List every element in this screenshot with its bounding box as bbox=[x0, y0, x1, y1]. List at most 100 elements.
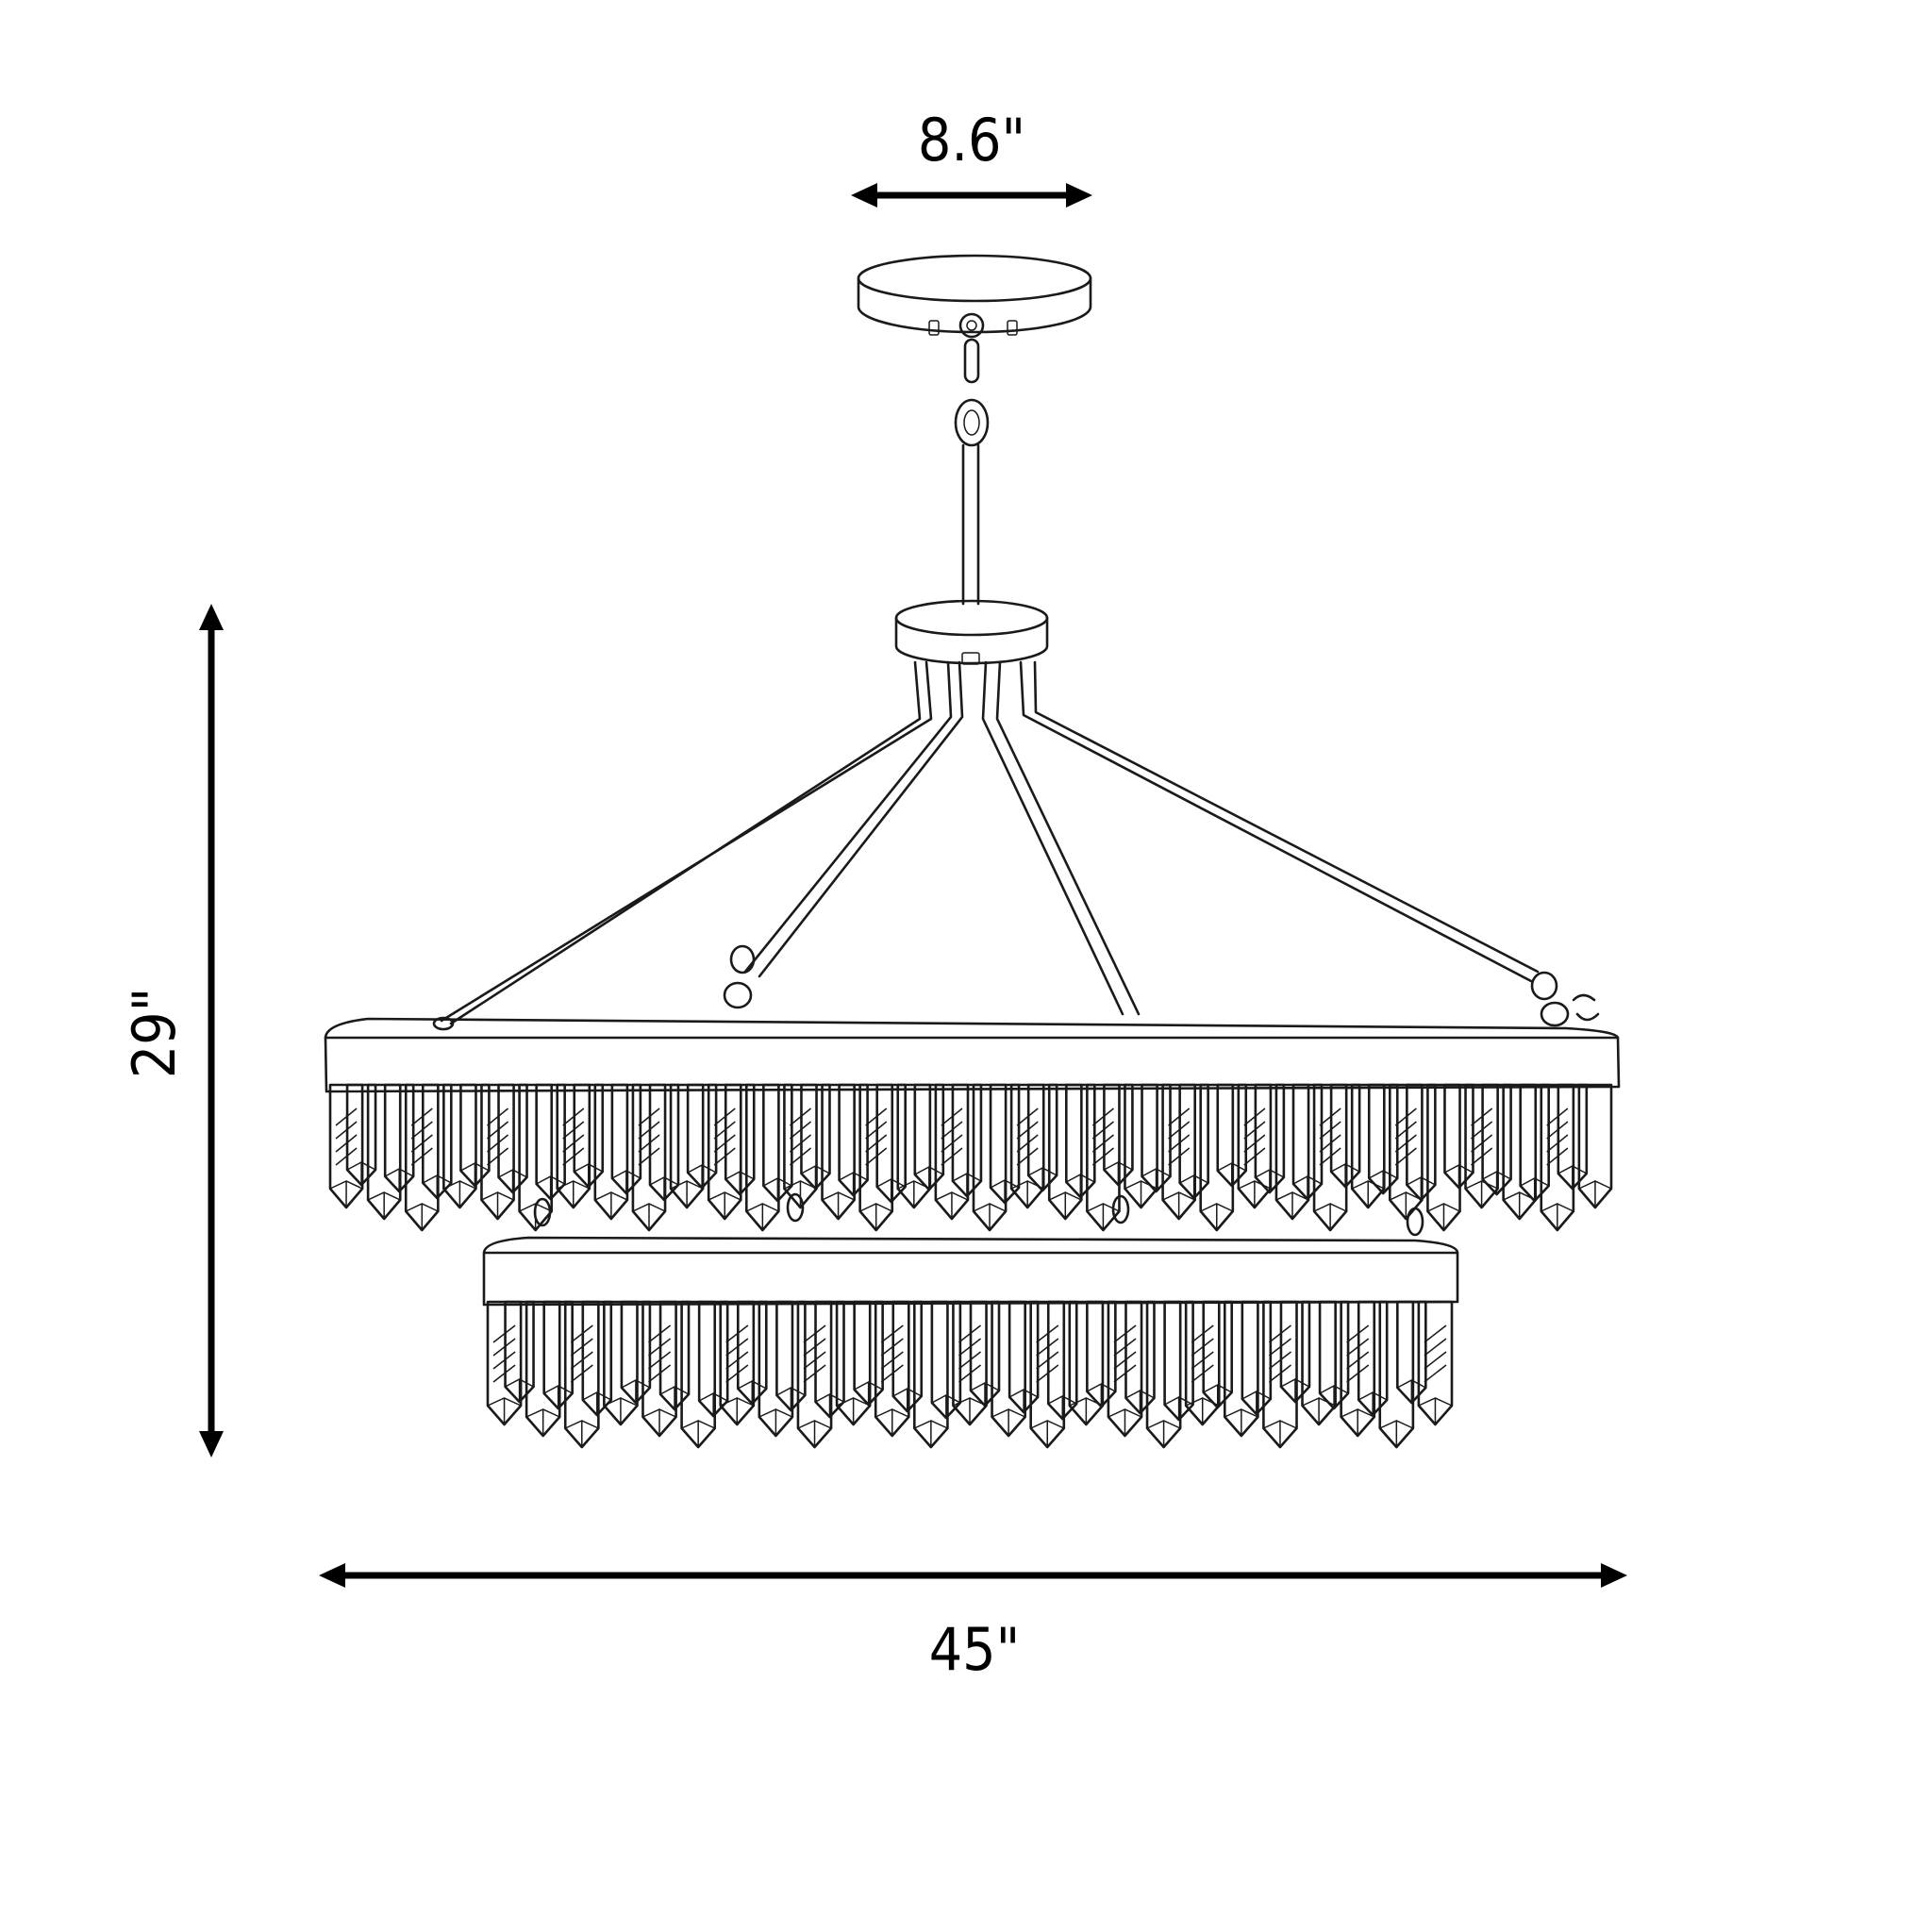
crystal-facet bbox=[481, 1191, 514, 1219]
crystal-prism bbox=[783, 1083, 818, 1209]
crystal-facet bbox=[970, 1382, 1000, 1406]
crystal-hatch bbox=[880, 1364, 904, 1383]
crystal-prism bbox=[525, 1300, 561, 1438]
crystal-hatch bbox=[486, 1147, 509, 1166]
crystal-hatch bbox=[941, 1134, 963, 1153]
crystal-hatch bbox=[1346, 1364, 1370, 1383]
crystal-hatch bbox=[1168, 1108, 1191, 1126]
crystal-hatch bbox=[958, 1351, 982, 1370]
crystal-hatch bbox=[1424, 1324, 1447, 1343]
crystal-hatch bbox=[789, 1121, 812, 1140]
crystal-prism bbox=[972, 1083, 1008, 1232]
crystal-prism bbox=[641, 1300, 677, 1438]
crystal-facet bbox=[1275, 1191, 1309, 1219]
crystal-hatch bbox=[486, 1108, 509, 1126]
crystal-prism bbox=[934, 1083, 970, 1221]
crystal-hatch bbox=[1424, 1338, 1447, 1357]
height-label: 29" bbox=[120, 988, 189, 1079]
crystal-facet bbox=[822, 1191, 855, 1219]
crystal-facet bbox=[557, 1180, 591, 1208]
crystal-hatch bbox=[789, 1134, 812, 1153]
upper-ring bbox=[324, 1017, 1621, 1093]
crystal-facet bbox=[1241, 1391, 1272, 1414]
crystal-hatch bbox=[1471, 1147, 1493, 1166]
hanging-chain bbox=[954, 338, 990, 447]
crystal-prism bbox=[858, 1083, 894, 1232]
crystal-hatch bbox=[1113, 1338, 1137, 1357]
crystal-facet bbox=[758, 1408, 793, 1436]
crystal-facet bbox=[564, 1420, 599, 1447]
crystal-prism bbox=[631, 1083, 667, 1232]
crystal-hatch bbox=[789, 1108, 812, 1126]
crystal-hatch bbox=[638, 1134, 660, 1153]
crystal-hatch bbox=[1168, 1134, 1191, 1153]
crystal-hatch bbox=[941, 1121, 963, 1140]
crystal-prism bbox=[1502, 1083, 1538, 1221]
crystal-hatch bbox=[486, 1121, 509, 1140]
crystal-prism bbox=[1145, 1300, 1182, 1449]
crystal-hatch bbox=[941, 1147, 963, 1166]
crystal-facet bbox=[1263, 1420, 1297, 1447]
crystal-prism bbox=[1540, 1083, 1575, 1232]
crystal-facet bbox=[953, 1397, 987, 1424]
crystal-facet bbox=[670, 1180, 704, 1208]
crystal-facet bbox=[931, 1394, 961, 1418]
crystal-facet bbox=[991, 1408, 1025, 1436]
crystal-hatch bbox=[725, 1364, 749, 1383]
crystal-hatch bbox=[1243, 1147, 1266, 1166]
ceiling-canopy bbox=[857, 254, 1092, 339]
crystal-hatch bbox=[713, 1134, 736, 1153]
crystal-hatch bbox=[1346, 1324, 1370, 1343]
crystal-hatch bbox=[1168, 1147, 1191, 1166]
crystal-hatch bbox=[1424, 1351, 1447, 1370]
crystal-hatch bbox=[725, 1324, 749, 1343]
crystal-prism bbox=[518, 1083, 554, 1232]
crystal-hatch bbox=[492, 1324, 516, 1343]
crystal-hatch bbox=[1113, 1364, 1137, 1383]
crystal-hatch bbox=[638, 1147, 660, 1166]
crystal-prism bbox=[1068, 1300, 1105, 1426]
height-dimension: 29" bbox=[120, 604, 224, 1457]
crystal-hatch bbox=[1016, 1134, 1039, 1153]
crystal-facet bbox=[1030, 1420, 1065, 1447]
crystal-prism bbox=[1009, 1083, 1045, 1209]
crystal-hatch bbox=[1471, 1108, 1493, 1126]
crystal-facet bbox=[632, 1203, 666, 1230]
crystal-facet bbox=[1185, 1397, 1220, 1424]
crystal-hatch bbox=[1319, 1134, 1341, 1153]
crystal-hatch bbox=[713, 1147, 736, 1166]
crystal-hatch bbox=[410, 1108, 433, 1126]
width-label: 45" bbox=[929, 1615, 1021, 1684]
crystal-hatch bbox=[1394, 1121, 1417, 1140]
crystal-hatch bbox=[1091, 1147, 1114, 1166]
crystal-hatch bbox=[1036, 1364, 1059, 1383]
crystal-hatch bbox=[958, 1324, 982, 1343]
crystal-prism bbox=[1223, 1300, 1259, 1438]
canopy-width-dimension: 8.6" bbox=[851, 106, 1092, 208]
crystal-prism bbox=[1312, 1083, 1348, 1232]
crystal-prism bbox=[1350, 1083, 1386, 1209]
crystal-hatch bbox=[1036, 1351, 1059, 1370]
crystal-hatch bbox=[638, 1108, 660, 1126]
crystal-hatch bbox=[1036, 1338, 1059, 1357]
width-dimension: 45" bbox=[319, 1563, 1627, 1684]
upper-crystal-row bbox=[328, 1083, 1613, 1232]
crystal-hatch bbox=[1091, 1134, 1114, 1153]
crystal-facet bbox=[487, 1397, 522, 1424]
crystal-hatch bbox=[1268, 1364, 1291, 1383]
crystal-prism bbox=[1184, 1300, 1221, 1426]
crystal-prism bbox=[404, 1083, 440, 1232]
crystal-prism bbox=[991, 1300, 1026, 1438]
crystal-hatch bbox=[1016, 1121, 1039, 1140]
down-rod bbox=[961, 443, 980, 606]
crystal-prism bbox=[1378, 1300, 1415, 1449]
crystal-hatch bbox=[1394, 1134, 1417, 1153]
crystal-prism bbox=[1301, 1300, 1337, 1426]
crystal-hatch bbox=[648, 1338, 672, 1357]
crystal-hatch bbox=[865, 1121, 888, 1140]
crystal-prism bbox=[1086, 1083, 1121, 1232]
crystal-facet bbox=[1200, 1203, 1234, 1230]
crystal-facet bbox=[329, 1180, 363, 1208]
crystal-prism bbox=[874, 1300, 910, 1438]
crystal-facet bbox=[367, 1191, 401, 1219]
